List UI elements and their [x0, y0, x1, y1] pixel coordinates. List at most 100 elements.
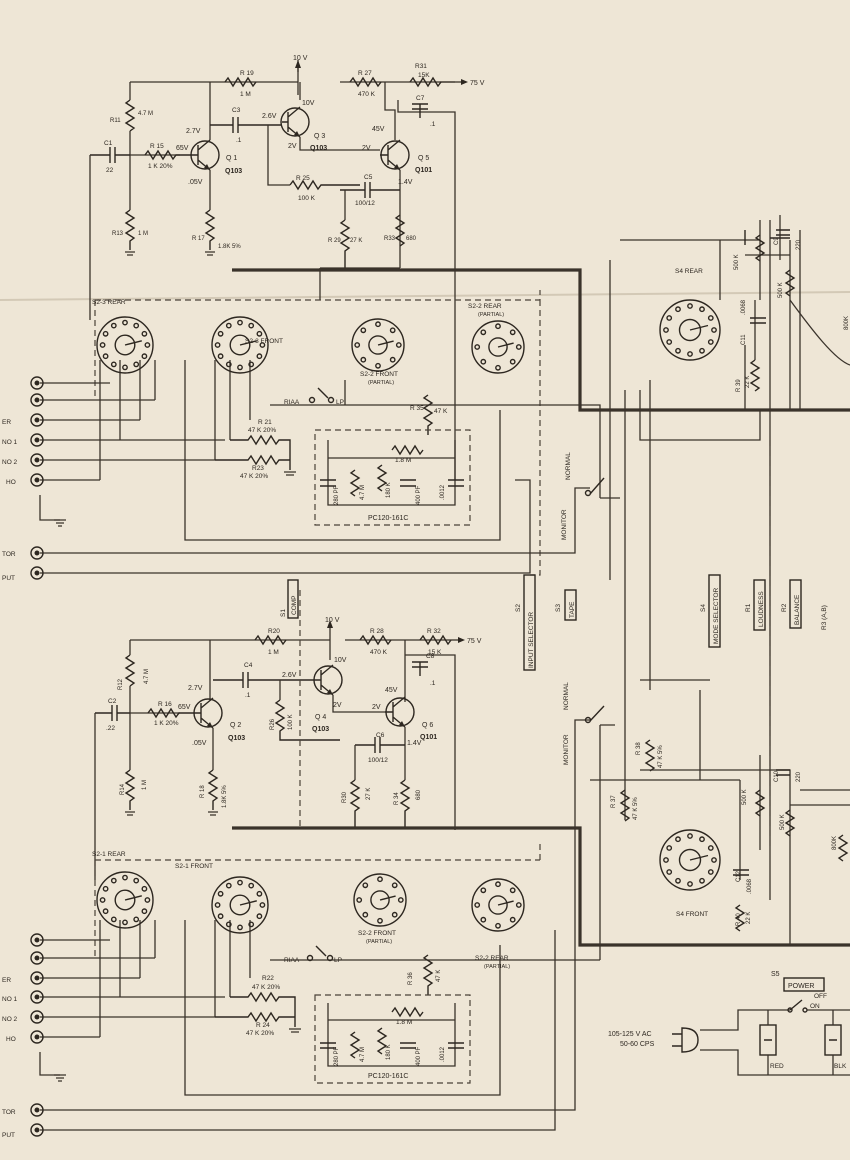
s2-3-rear-deck-contact [99, 342, 106, 348]
s2-1-front-deck-contact [225, 882, 232, 889]
s4-front-deck [659, 829, 721, 891]
s4-rear-deck-contact [707, 315, 714, 321]
net-b-c280: 280 PF [334, 1046, 340, 1066]
r27-val: 470 K [358, 91, 376, 98]
s2-1-front-deck-contact [256, 913, 263, 920]
s2-3-rear-deck-contact [141, 353, 148, 360]
tape-normal-b: NORMAL [563, 682, 570, 710]
resistor-r15 [144, 149, 192, 161]
tape-monitor-a: MONITOR [561, 509, 568, 540]
r24-ref: R 24 [256, 1022, 270, 1029]
capacitor-c7 [412, 103, 428, 118]
s4-rear-deck-contact [666, 339, 673, 345]
s2-1-rear-deck [96, 871, 154, 929]
s2-2-rear-b-deck-contact [515, 902, 522, 908]
s2-1-rear-deck-contact [122, 874, 128, 881]
pot-500k-a: 500 K [734, 254, 740, 270]
function-labels: S1 COMP S2 INPUT SELECTOR S3 TAPE S4 MOD… [280, 574, 828, 671]
r23-ref: R23 [252, 465, 264, 472]
s2-1-front-deck-contact [259, 902, 266, 908]
upper-channel-labels: 10 V 75 V R 19 1 M R 27 470 K R31 15K R1… [104, 55, 485, 250]
s2-1-front-deck-contact [214, 902, 221, 908]
s4-front-deck-contact [666, 845, 673, 851]
lower-input-jacks: ER NO 1 NO 2 HO TOR PUT [2, 933, 44, 1139]
c4-ref: C4 [244, 662, 253, 669]
sw-s2-2-rear-b-partial: (PARTIAL) [484, 964, 510, 970]
r20-val: 1 M [268, 649, 279, 656]
c4-val: .1 [245, 692, 251, 699]
lower-eq-select: RIAA LP R 36 47 K [284, 945, 442, 995]
r26-ref: R26 [270, 718, 276, 730]
r34-ref: R 34 [394, 792, 400, 805]
s4-front-deck-contact [711, 857, 717, 863]
power-section: S5 POWER OFF ON 105-125 V AC 50-60 CPS R… [608, 971, 850, 1076]
r39-ref: R 39 [736, 379, 742, 392]
q1-ref: Q 1 [226, 155, 237, 162]
power-switch-ref: S5 [771, 971, 780, 978]
s2-2-front-a-deck-contact [360, 327, 367, 334]
r33-val: 680 [406, 236, 417, 242]
input-label-ho: HO [6, 479, 16, 486]
input-label-er: ER [2, 419, 11, 426]
power-line-voltage: 105-125 V AC [608, 1031, 652, 1038]
net-b-c0012: .0012 [440, 1046, 446, 1062]
r24-val: 47 K 20% [246, 1030, 274, 1037]
r38-val: 47 K 5% [658, 745, 664, 768]
label-s3: S3 [555, 604, 562, 612]
s2-3-rear-deck-contact [110, 322, 117, 329]
net-b-r180k: 180 K [386, 1044, 392, 1060]
lp-label-b: LP [334, 957, 342, 964]
label-input-selector: INPUT SELECTOR [528, 612, 535, 668]
input-label-output: PUT [2, 575, 15, 582]
resistor-r26 [274, 699, 340, 741]
pot-800k: 800K [832, 836, 838, 850]
s2-2-front-a-deck-contact [389, 356, 396, 363]
r34-val: 680 [416, 789, 422, 800]
s4-front-deck-contact [663, 857, 669, 863]
capacitor-c1 [90, 147, 130, 163]
c6-val: 100/12 [368, 757, 388, 764]
c5-val: 100/12 [355, 200, 375, 207]
capacitor-c5 [340, 182, 400, 198]
s2-3-front-deck-contact [237, 364, 243, 371]
r27-ref: R 27 [358, 70, 372, 77]
r30-val: 27 K [366, 788, 372, 800]
s2-1-rear-deck-contact [110, 877, 117, 884]
s2-3-rear-deck-contact [122, 364, 128, 371]
c1-val: 22 [106, 167, 114, 174]
sw-s2-3-rear: S2-3 REAR [92, 299, 126, 306]
c8-ref: C8 [426, 653, 435, 660]
r25-ref: R 25 [296, 175, 310, 182]
sw-s2-2-rear-b: S2-2 REAR [475, 955, 509, 962]
net-b-r18m: 1.8 M [396, 1019, 412, 1026]
s2-2-front-b-deck-contact [391, 882, 398, 889]
rail-75v-label-b: 75 V [467, 638, 482, 645]
capacitor-c2 [95, 705, 130, 721]
net-b-c400: 400 PF [416, 1046, 422, 1066]
s4-rear-deck-contact [687, 351, 693, 357]
label-s4: S4 [700, 604, 707, 612]
s2-1-rear-deck-contact [141, 908, 148, 915]
right-mode-section: 500 K 500 K C9 220 C11 .0068 R 39 22 K 8… [590, 215, 850, 946]
transistor-q2 [193, 697, 223, 729]
resistor-r11 [124, 99, 136, 132]
s2-2-front-b-deck [353, 873, 407, 927]
s2-2-rear-a-deck-contact [509, 329, 516, 336]
transistor-q3 [280, 106, 310, 138]
s2-2-rear-a-deck-contact [509, 358, 516, 365]
s2-1-front-deck [211, 876, 269, 934]
s2-3-rear-deck-contact [110, 361, 117, 368]
upper-switch-decks [96, 316, 525, 374]
lp-label-a: LP [336, 399, 344, 406]
r13-ref: R13 [112, 231, 124, 237]
r37-ref: R 37 [611, 795, 617, 808]
sw-s2-2-front-b: S2-2 FRONT [358, 930, 396, 937]
s2-3-front-deck-contact [248, 322, 255, 329]
r26-val: 100 K [288, 714, 294, 730]
transistor-q6 [385, 696, 415, 728]
q3-type: Q103 [310, 145, 327, 152]
input-label-no1: NO 1 [2, 439, 18, 446]
sw-s2-2-rear-a: S2-2 REAR [468, 303, 502, 310]
s2-2-rear-a-deck-contact [480, 358, 487, 365]
s2-2-front-b-deck-contact [377, 917, 383, 924]
